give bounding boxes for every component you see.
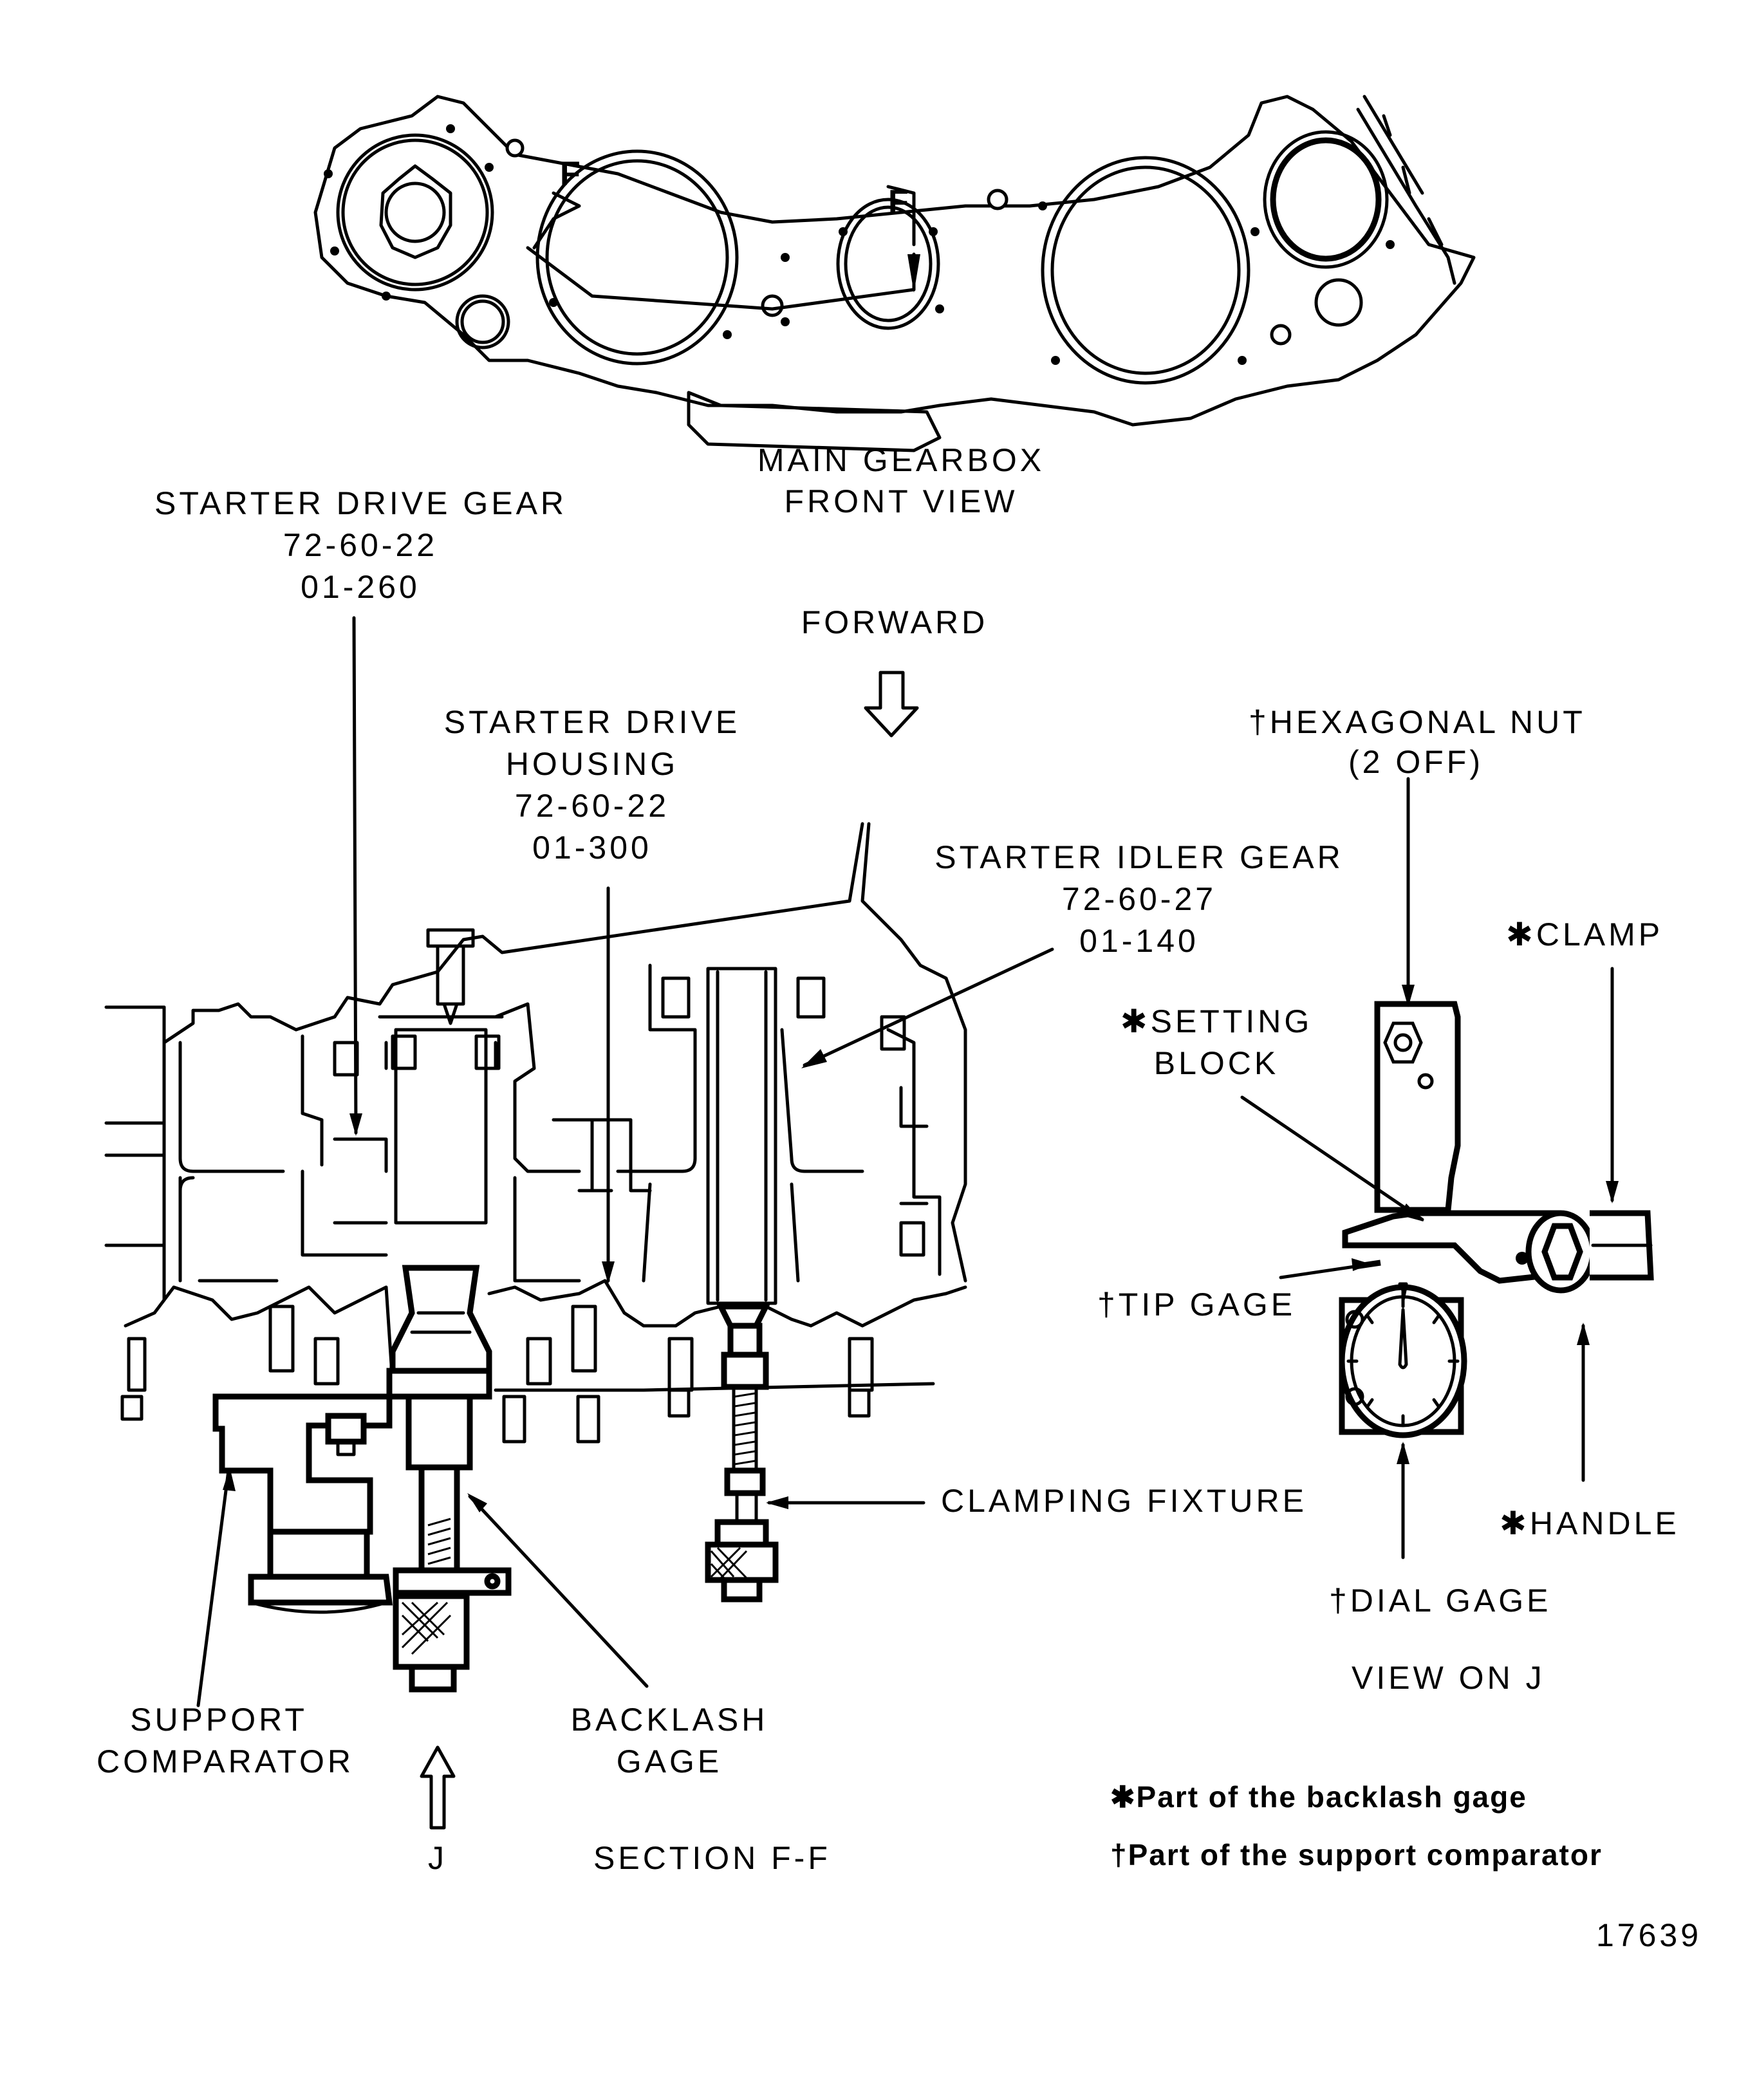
dial-needle: [1398, 1308, 1408, 1370]
callout-label: 01-140: [1079, 923, 1199, 959]
left-cover: [336, 133, 494, 292]
dowel-pin: [576, 1395, 600, 1444]
figure-number: 17639: [1596, 1917, 1702, 1953]
top-view-title-line1: MAIN GEARBOX: [757, 442, 1045, 478]
bolt-holes: [324, 124, 1395, 365]
callout-clamping-fixture: CLAMPING FIXTURE: [941, 1483, 1307, 1519]
main-gearbox-front-view-drawing: [313, 95, 1476, 452]
detail-view-title: VIEW ON J: [1352, 1660, 1545, 1696]
callout-dial-gage: †DIAL GAGE: [1329, 1583, 1552, 1619]
top-view-title-line2: FRONT VIEW: [784, 483, 1018, 519]
callout-label: COMPARATOR: [97, 1743, 355, 1779]
callout-label: 01-260: [301, 569, 420, 605]
gearbox-housing-outline: [313, 95, 1476, 427]
view-j-arrow-icon: [420, 1745, 456, 1830]
top-view-marker-f-left: F: [560, 155, 584, 192]
callout-clamp: ✱CLAMP: [1506, 916, 1664, 952]
starter-drive-gear-shaft: [394, 1028, 488, 1225]
housing-lower-outline: [124, 1279, 967, 1386]
view-on-j-drawing: [1240, 777, 1654, 1559]
view-j-letter: J: [428, 1840, 447, 1876]
callout-label: STARTER DRIVE: [443, 704, 741, 740]
leader-starter-idler-gear: [803, 947, 1054, 1067]
leader-setting-block: [1240, 1095, 1424, 1222]
top-view-marker-f-right: F: [888, 183, 912, 221]
clamping-fixture-tool: [705, 1303, 779, 1603]
setting-block: [1342, 1210, 1561, 1284]
callout-label: ✱SETTING: [1120, 1003, 1313, 1039]
callout-label: HOUSING: [505, 746, 679, 782]
leader-support-comparator: [196, 1469, 230, 1707]
callout-handle: ✱HANDLE: [1500, 1505, 1680, 1541]
callout-label: 72-60-27: [1061, 881, 1217, 917]
housing-top-outline: [162, 822, 967, 1283]
clamp-hex-icon: [1541, 1223, 1583, 1281]
callout-label: STARTER IDLER GEAR: [934, 839, 1344, 875]
starter-idler-gear-shaft: [706, 967, 777, 1305]
section-title: SECTION F-F: [593, 1840, 831, 1876]
backlash-gage-tool: [386, 1265, 512, 1693]
callout-label: 01-300: [532, 830, 652, 866]
legend-item-backlash-gage: ✱Part of the backlash gage: [1110, 1780, 1527, 1814]
callout-label: STARTER DRIVE GEAR: [154, 485, 568, 521]
lower-left-port: [455, 294, 510, 349]
callout-label: †HEXAGONAL NUT: [1249, 704, 1586, 740]
forward-arrow-icon: [864, 671, 919, 738]
legend-item-support-comparator: †Part of the support comparator: [1110, 1838, 1603, 1872]
hexagonal-nut-icon: [1383, 1021, 1423, 1064]
gear-bore-3: [1041, 156, 1250, 385]
callout-label: GAGE: [616, 1743, 723, 1779]
section-f-f-drawing: [104, 616, 1054, 1830]
gear-bore-2: [836, 198, 940, 330]
callout-label: 72-60-22: [283, 527, 438, 563]
forward-label: FORWARD: [801, 604, 989, 640]
callout-tip-gage: †TIP GAGE: [1097, 1287, 1296, 1323]
studs: [120, 1337, 874, 1421]
callout-label: (2 OFF): [1348, 744, 1483, 780]
gear-bore-4: [1263, 130, 1389, 269]
support-comparator-tool: [212, 1393, 393, 1614]
leader-starter-drive-gear: [352, 616, 358, 1135]
dowel-pin: [502, 1395, 526, 1444]
leader-backlash-gage: [468, 1494, 649, 1688]
callout-label: 72-60-22: [514, 788, 670, 824]
callout-label: BLOCK: [1153, 1045, 1279, 1081]
dial-tick-marks: [1346, 1297, 1460, 1427]
callout-label: BACKLASH: [570, 1702, 768, 1738]
gear-bore-1: [535, 149, 739, 366]
callout-label: SUPPORT: [130, 1702, 308, 1738]
